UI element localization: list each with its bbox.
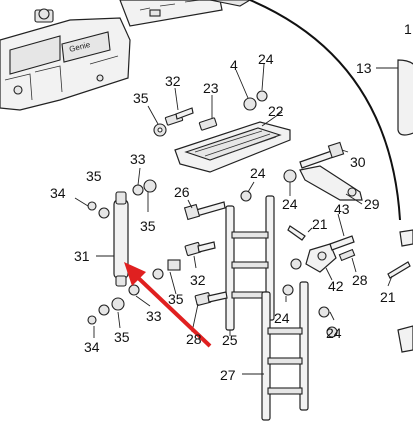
far-right-parts [387, 229, 413, 353]
washer-35-top [147, 105, 167, 137]
callout-24: 24 [282, 196, 298, 212]
callout-labels: 1 13 4 24 32 23 35 22 33 30 35 26 24 34 … [50, 21, 412, 383]
callout-1: 1 [404, 21, 412, 37]
callout-4: 4 [230, 57, 238, 73]
callout-28: 28 [186, 331, 202, 347]
callout-24: 24 [326, 325, 342, 341]
callout-25: 25 [222, 332, 238, 348]
callout-30: 30 [350, 154, 366, 170]
callout-35: 35 [114, 329, 130, 345]
callout-31: 31 [74, 248, 90, 264]
ladder-25 [225, 195, 275, 336]
machine-frame: Genie [0, 0, 252, 111]
indicator-arrow [124, 262, 212, 348]
callout-35: 35 [86, 168, 102, 184]
callout-23: 23 [203, 80, 219, 96]
callout-24: 24 [258, 51, 274, 67]
callout-13: 13 [356, 60, 372, 76]
strut-31 [96, 191, 129, 287]
callout-32: 32 [165, 73, 181, 89]
step-platform [174, 111, 291, 173]
callout-35: 35 [140, 218, 156, 234]
washers-33-35-34-top [74, 167, 157, 219]
callout-33: 33 [146, 308, 162, 324]
callout-33: 33 [130, 151, 146, 167]
callout-28: 28 [352, 272, 368, 288]
callout-42: 42 [328, 278, 344, 294]
callout-21: 21 [312, 216, 328, 232]
nut-24-mid-right [283, 169, 297, 196]
ladder-27 [242, 281, 309, 421]
callout-34: 34 [84, 339, 100, 355]
callout-35: 35 [168, 291, 184, 307]
callout-21: 21 [380, 289, 396, 305]
nut-4-24-top [235, 63, 268, 111]
nut-24-mid [240, 181, 255, 202]
bolt-23 [198, 95, 218, 131]
callout-29: 29 [364, 196, 380, 212]
bolt-32-top [164, 87, 194, 126]
nuts-24-right [282, 258, 338, 338]
callout-32: 32 [190, 272, 206, 288]
callout-24: 24 [274, 310, 290, 326]
callout-27: 27 [220, 367, 236, 383]
bolt-30 [299, 141, 349, 169]
callout-34: 34 [50, 185, 66, 201]
callout-22: 22 [268, 103, 284, 119]
callout-43: 43 [334, 201, 350, 217]
fittings-right [287, 213, 357, 281]
callout-24: 24 [250, 165, 266, 181]
callout-26: 26 [174, 184, 190, 200]
bracket-29 [299, 165, 363, 205]
washers-lower-strut [87, 284, 151, 338]
frame-edge [249, 0, 413, 221]
callout-35: 35 [133, 90, 149, 106]
bolt-26 [183, 199, 226, 221]
